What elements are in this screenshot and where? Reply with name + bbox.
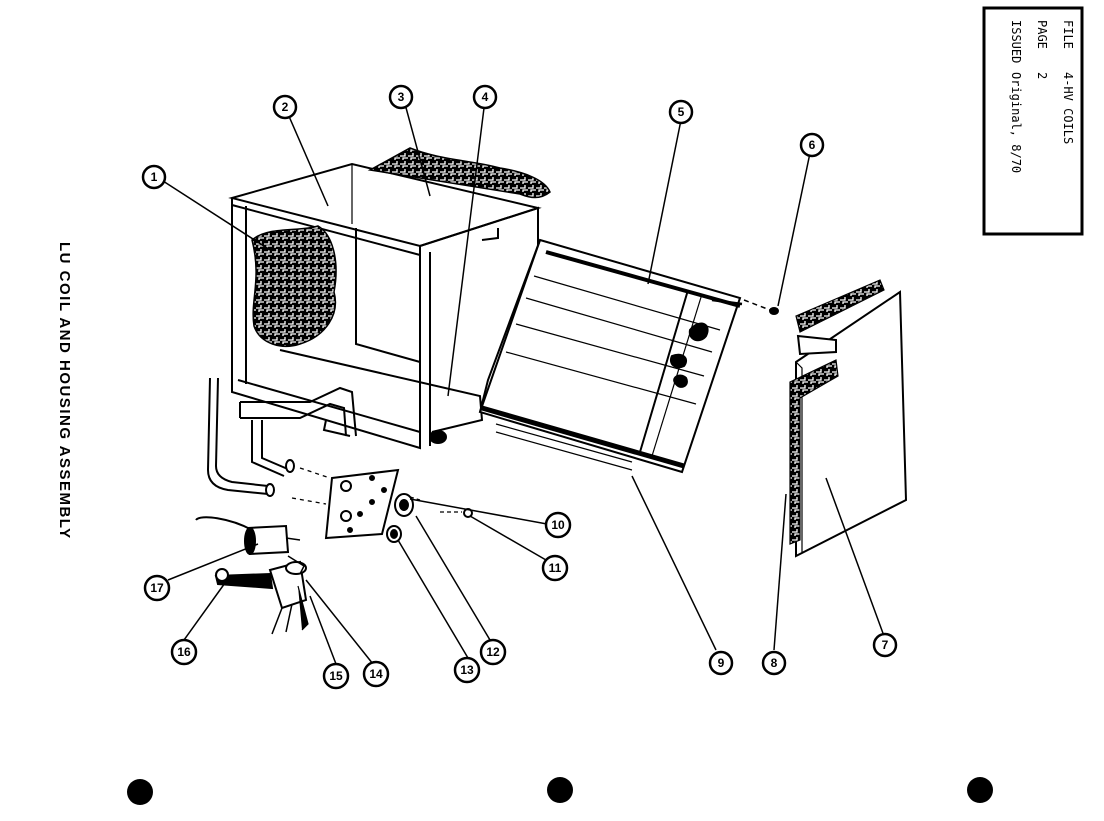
callout-1-label: 1 [151,170,158,184]
callout-5-label: 5 [678,105,685,119]
access-panel [795,290,908,558]
issued-label: ISSUED [1009,20,1023,63]
callout-17-label: 17 [150,581,164,595]
callout-8-label: 8 [771,656,778,670]
callout-3-label: 3 [398,90,405,104]
evaporator-coil [478,238,743,474]
callout-7-label: 7 [882,638,889,652]
binder-hole-right [967,777,993,803]
callout-7: 7 [872,632,898,658]
panel-filter-strips [789,279,885,545]
callout-6-label: 6 [809,138,816,152]
leader-lines [162,103,885,665]
issued-value: Original, 8/70 [1009,72,1023,173]
info-box: FILE 4-HV COILS PAGE 2 ISSUED Original, … [982,6,1084,236]
callout-15-label: 15 [329,669,343,683]
callout-3: 3 [388,84,414,110]
callout-9: 9 [708,650,734,676]
callout-5: 5 [668,99,694,125]
callout-11-label: 11 [549,561,562,575]
file-label: FILE [1061,20,1075,49]
coil-stub [429,430,447,444]
callout-16-label: 16 [177,645,191,659]
binder-hole-left [127,779,153,805]
callout-16: 16 [170,638,198,666]
callout-10: 10 [544,511,572,539]
callout-6: 6 [799,132,825,158]
callout-17: 17 [143,574,171,602]
diagram-title: LU COIL AND HOUSING ASSEMBLY [56,242,73,540]
callout-2-label: 2 [282,100,289,114]
fittings [386,493,473,543]
callout-12: 12 [479,638,507,666]
callout-9-label: 9 [718,656,725,670]
callout-14: 14 [362,660,390,688]
page-label: PAGE [1035,20,1049,49]
callout-4-label: 4 [482,90,489,104]
page-value: 2 [1035,72,1049,79]
valve-assembly [195,516,309,635]
callout-12-label: 12 [486,645,500,659]
callout-8: 8 [761,650,787,676]
file-value: 4-HV COILS [1061,72,1075,144]
binder-hole-center [547,777,573,803]
screw [743,299,779,315]
callout-2: 2 [272,94,298,120]
top-filter-element [367,147,551,199]
callout-13-label: 13 [460,663,474,677]
drain-tube-assembly [206,377,357,497]
callout-13: 13 [453,656,481,684]
filter-element [251,225,337,347]
control-bracket [291,467,400,540]
callout-10-label: 10 [551,518,565,532]
callout-4: 4 [472,84,498,110]
callout-15: 15 [322,662,350,690]
callout-1: 1 [141,164,167,190]
callout-11: 11 [541,554,569,582]
callout-14-label: 14 [369,667,383,681]
